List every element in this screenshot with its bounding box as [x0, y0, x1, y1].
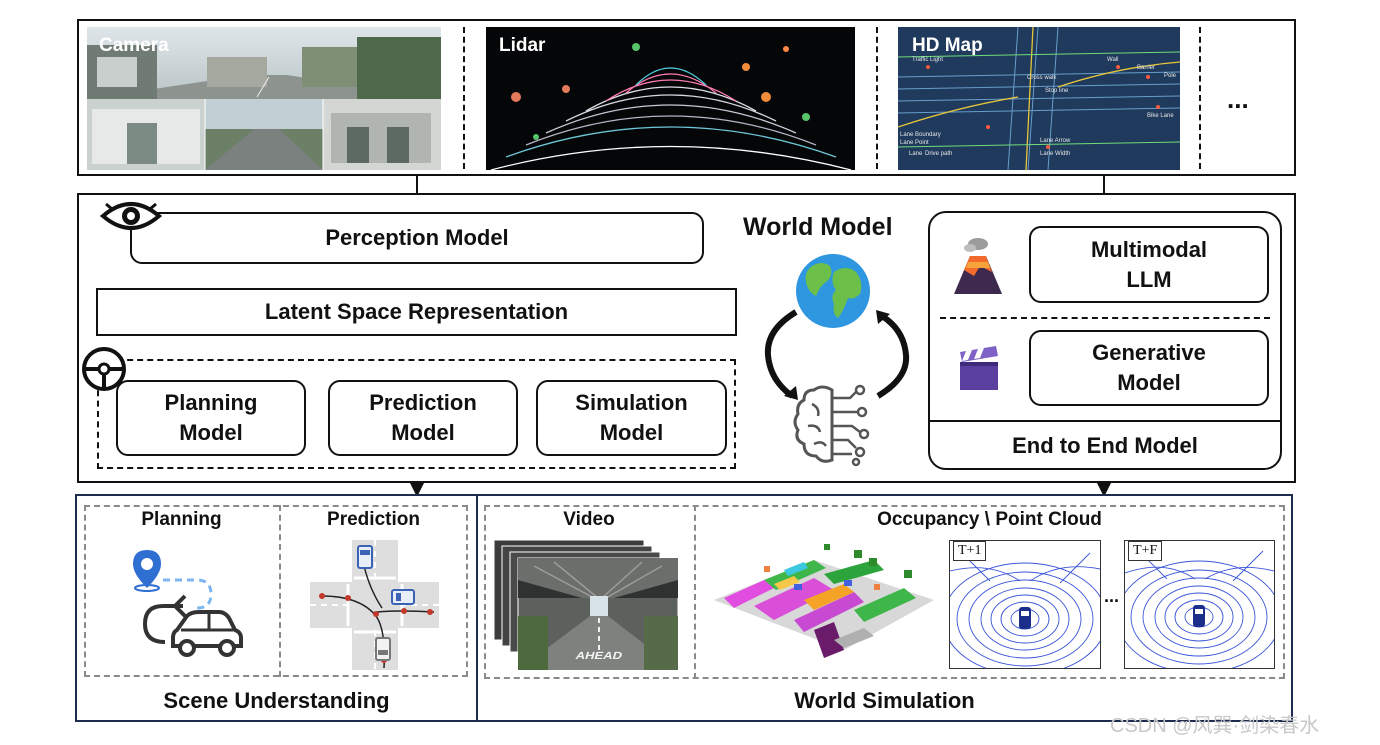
point-cloud-frame-tf	[1124, 540, 1275, 669]
hdmap-label: HD Map	[912, 35, 983, 56]
hdmap-annotation: Stop line	[1045, 88, 1069, 94]
end-to-end-divider	[928, 420, 1282, 422]
volcano-icon	[950, 236, 1006, 296]
hdmap-image	[898, 27, 1180, 170]
brain-network-icon	[792, 382, 872, 468]
camera-label: Camera	[99, 35, 169, 56]
clapperboard-icon	[956, 344, 1002, 392]
watermark: CSDN @风巽·剑染春水	[1110, 715, 1320, 737]
prediction-model-box: Prediction Model	[328, 380, 518, 456]
occupancy-label: Occupancy \ Point Cloud	[877, 509, 1102, 530]
tf-label: T+F	[1128, 541, 1163, 561]
more-sensors-ellipsis: ...	[1227, 84, 1249, 114]
world-sim-divider	[694, 505, 696, 679]
generative-model-box: Generative Model	[1029, 330, 1269, 406]
video-label: Video	[563, 509, 615, 530]
lidar-label: Lidar	[499, 35, 546, 56]
latent-space-box: Latent Space Representation	[96, 288, 737, 336]
route-car-icon	[125, 546, 245, 662]
world-sim-inner-group	[484, 505, 1285, 679]
globe-icon	[794, 252, 872, 330]
t1-label: T+1	[953, 541, 987, 561]
sensor-divider	[1199, 27, 1201, 169]
steering-wheel-icon	[80, 345, 128, 393]
perception-model-box: Perception Model	[130, 212, 704, 264]
planning-model-box: Planning Model	[116, 380, 306, 456]
simulation-model-box: Simulation Model	[536, 380, 727, 456]
lidar-image	[486, 27, 855, 170]
multimodal-llm-box: Multimodal LLM	[1029, 226, 1269, 303]
scene-understanding-title: Scene Understanding	[163, 688, 390, 713]
point-cloud-frame-t1	[949, 540, 1101, 669]
scene-divider	[279, 505, 281, 677]
hdmap-annotation: Lane Arrow	[1040, 138, 1071, 144]
hdmap-annotation: Drive path	[925, 151, 953, 157]
occupancy-voxels	[704, 540, 936, 670]
hdmap-annotation: Traffic Light	[912, 57, 944, 63]
hdmap-annotation: Barrier	[1137, 65, 1156, 71]
hdmap-annotation: Pole	[1164, 73, 1177, 79]
downstream-models-group	[97, 359, 736, 469]
video-frames	[494, 540, 678, 670]
hdmap-annotation: Lane Width	[1040, 151, 1071, 157]
llm-generative-divider	[940, 317, 1270, 319]
world-model-title: World Model	[743, 213, 893, 241]
sensor-divider	[876, 27, 878, 169]
cycle-arrows-icon	[762, 300, 912, 410]
hdmap-annotation: Bike Lane	[1147, 113, 1174, 119]
scene-planning-label: Planning	[141, 509, 222, 530]
eye-icon	[100, 198, 162, 234]
camera-image	[87, 27, 441, 170]
intersection-prediction-icon	[310, 540, 439, 670]
hdmap-annotation: Wall	[1107, 57, 1119, 63]
between-frames-dots: ...	[1104, 586, 1120, 606]
hdmap-annotation: Cross walk	[1027, 75, 1057, 81]
video-road-text: AHEAD	[574, 649, 624, 662]
hdmap-annotation: Lane	[909, 151, 923, 157]
hdmap-annotation: Lane Boundary	[900, 132, 941, 138]
sensor-divider	[463, 27, 465, 169]
hdmap-annotation: Lane Point	[900, 140, 929, 146]
scene-inner-group	[84, 505, 468, 677]
scene-prediction-label: Prediction	[327, 509, 420, 530]
world-simulation-title: World Simulation	[794, 688, 975, 713]
end-to-end-label: End to End Model	[1012, 433, 1198, 458]
